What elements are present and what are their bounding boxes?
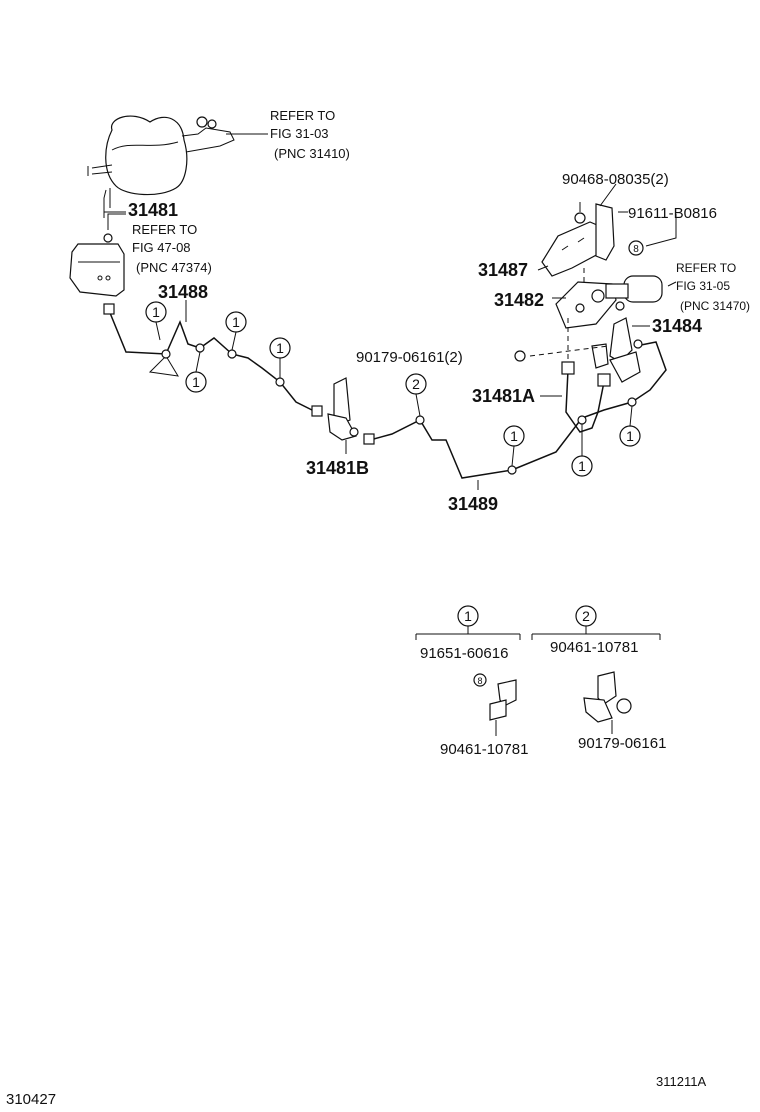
legend-g2-top-label: 90461-10781 [550, 639, 638, 656]
part-label-31484: 31484 [652, 316, 702, 336]
part-label-31489: 31489 [448, 494, 498, 514]
part-label-31481b: 31481B [306, 458, 369, 478]
refer-note-2: REFER TO FIG 47-08 (PNC 47374) [132, 222, 212, 275]
nut-icon [514, 350, 526, 362]
callout-marker: 8 [628, 240, 644, 256]
legend-g2-bottom-label: 90179-06161 [578, 735, 666, 752]
callout-marker: 1 [225, 311, 247, 333]
callout-marker: 1 [571, 455, 593, 477]
callout-marker: 1 [269, 337, 291, 359]
callout-marker: 2 [405, 373, 427, 395]
svg-text:8: 8 [633, 244, 639, 255]
svg-text:8: 8 [477, 676, 482, 686]
part-label-31481a: 31481A [472, 386, 535, 406]
svg-text:1: 1 [464, 608, 472, 624]
svg-text:FIG 47-08: FIG 47-08 [132, 240, 191, 255]
bracket-31484-drawing [591, 317, 643, 383]
svg-text:(PNC 47374): (PNC 47374) [136, 260, 212, 275]
page-code-right: 311211A [656, 1074, 706, 1089]
svg-text:1: 1 [192, 374, 200, 390]
svg-text:1: 1 [510, 428, 518, 444]
svg-text:FIG 31-05: FIG 31-05 [676, 279, 730, 293]
callout-marker: 1 [145, 301, 167, 323]
svg-text:2: 2 [412, 376, 420, 392]
svg-text:1: 1 [578, 458, 586, 474]
part-label-31482: 31482 [494, 290, 544, 310]
page-code-left: 310427 [6, 1091, 56, 1108]
svg-text:1: 1 [152, 304, 160, 320]
legend-group-2: 2 90461-10781 90179-06161 [531, 605, 666, 752]
bracket-31481b-drawing [327, 377, 359, 441]
callout-marker: 1 [619, 425, 641, 447]
callout-marker: 1 [185, 371, 207, 393]
part-label-31488: 31488 [158, 282, 208, 302]
bracket-31487-drawing [541, 202, 615, 277]
part-label-91611: 91611-B0816 [628, 205, 717, 222]
reservoir-drawing [87, 115, 268, 208]
valve-drawing [591, 275, 663, 311]
legend-g1-bottom-label: 90461-10781 [440, 741, 528, 758]
callout-marker: 1 [503, 425, 525, 447]
svg-text:1: 1 [626, 428, 634, 444]
part-label-31481: 31481 [128, 200, 178, 220]
svg-text:(PNC 31410): (PNC 31410) [274, 146, 350, 161]
svg-text:REFER TO: REFER TO [270, 108, 335, 123]
fluid-block-drawing [69, 213, 126, 297]
part-label-90179-2: 90179-06161(2) [356, 349, 463, 366]
svg-text:FIG 31-03: FIG 31-03 [270, 126, 329, 141]
part-label-90468: 90468-08035(2) [562, 171, 669, 188]
svg-text:2: 2 [582, 608, 590, 624]
svg-text:1: 1 [276, 340, 284, 356]
svg-text:(PNC 31470): (PNC 31470) [680, 299, 750, 313]
part-label-31487: 31487 [478, 260, 528, 280]
svg-text:REFER TO: REFER TO [132, 222, 197, 237]
legend-g1-top-label: 91651-60616 [420, 645, 508, 662]
refer-note-3: REFER TO FIG 31-05 (PNC 31470) [676, 261, 750, 313]
svg-text:1: 1 [232, 314, 240, 330]
legend-group-1: 1 91651-60616 8 90461-10781 [415, 605, 528, 758]
refer-note-1: REFER TO FIG 31-03 (PNC 31410) [270, 108, 350, 161]
svg-text:REFER TO: REFER TO [676, 261, 736, 275]
